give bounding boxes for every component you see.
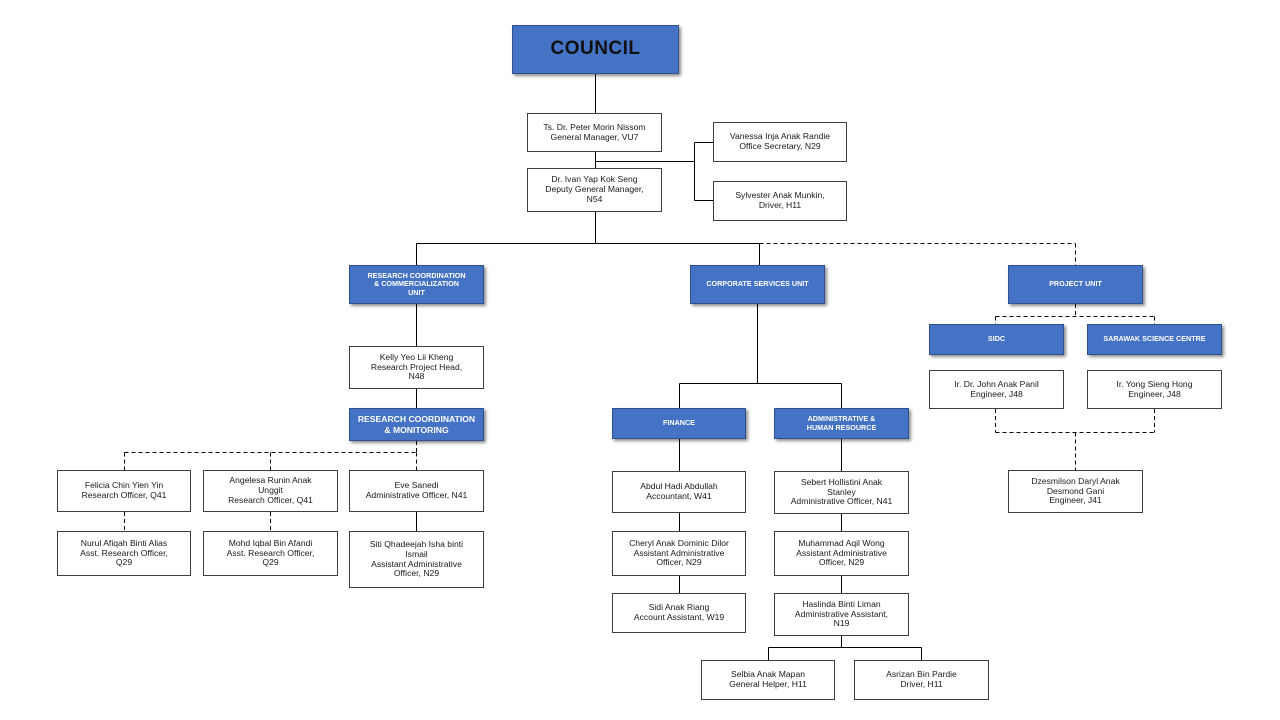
research-officer-felicia-box: Felicia Chin Yien Yin Research Officer, … (57, 470, 191, 512)
office-secretary-box: Vanessa Inja Anak Randie Office Secretar… (713, 122, 847, 162)
research-monitoring-unit: RESEARCH COORDINATION & MONITORING (349, 408, 484, 441)
accountant-box: Abdul Hadi Abdullah Accountant, W41 (612, 471, 746, 513)
asst-research-officer-nurul-box: Nurul Afiqah Binti Alias Asst. Research … (57, 531, 191, 576)
engineer-dzesmilson-box: Dzesmilson Daryl Anak Desmond Gani Engin… (1008, 470, 1143, 513)
general-helper-box: Selbia Anak Mapan General Helper, H11 (701, 660, 835, 700)
engineer-john-box: Ir. Dr. John Anak Panil Engineer, J48 (929, 370, 1064, 409)
asst-administrative-officer-cheryl-box: Cheryl Anak Dominic Dilor Assistant Admi… (612, 531, 746, 576)
finance-unit: FINANCE (612, 408, 746, 439)
administrative-officer-sebert-box: Sebert Hollistini Anak Stanley Administr… (774, 471, 909, 514)
asst-administrative-officer-siti-box: Siti Qhadeejah Isha binti Ismail Assista… (349, 531, 484, 588)
council-box: COUNCIL (512, 25, 679, 74)
account-assistant-box: Sidi Anak Riang Account Assistant, W19 (612, 593, 746, 633)
admin-hr-unit: ADMINISTRATIVE & HUMAN RESOURCE (774, 408, 909, 439)
driver-box: Sylvester Anak Munkin, Driver, H11 (713, 181, 847, 221)
administrative-assistant-box: Haslinda Binti Liman Administrative Assi… (774, 593, 909, 636)
corporate-services-unit: CORPORATE SERVICES UNIT (690, 265, 825, 304)
engineer-yong-box: Ir. Yong Sieng Hong Engineer, J48 (1087, 370, 1222, 409)
research-project-head-box: Kelly Yeo Lii Kheng Research Project Hea… (349, 346, 484, 389)
driver-asrizan-box: Asrizan Bin Pardie Driver, H11 (854, 660, 989, 700)
administrative-officer-eve-box: Eve Sanedi Administrative Officer, N41 (349, 470, 484, 512)
sarawak-science-centre-unit: SARAWAK SCIENCE CENTRE (1087, 324, 1222, 355)
deputy-general-manager-box: Dr. Ivan Yap Kok Seng Deputy General Man… (527, 168, 662, 212)
research-officer-angelesa-box: Angelesa Runin Anak Unggit Research Offi… (203, 470, 338, 512)
research-commercialization-unit: RESEARCH COORDINATION & COMMERCIALIZATIO… (349, 265, 484, 304)
sidc-unit: SIDC (929, 324, 1064, 355)
general-manager-box: Ts. Dr. Peter Morin Nissom General Manag… (527, 113, 662, 152)
asst-administrative-officer-aqil-box: Muhammad Aqil Wong Assistant Administrat… (774, 531, 909, 576)
project-unit: PROJECT UNIT (1008, 265, 1143, 304)
asst-research-officer-iqbal-box: Mohd Iqbal Bin Afandi Asst. Research Off… (203, 531, 338, 576)
